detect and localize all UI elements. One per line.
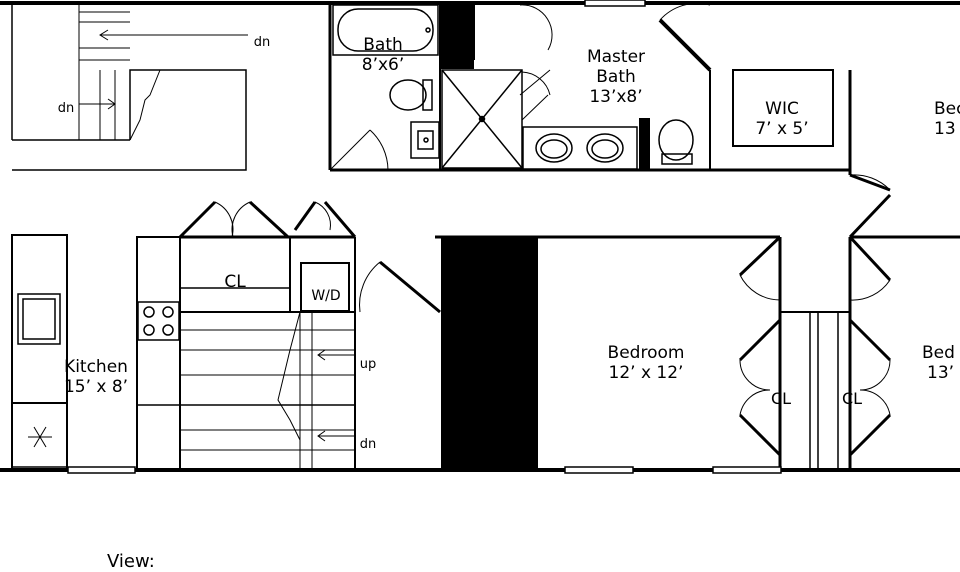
fixtures [11,79,694,468]
bedroom-size: 12’ x 12’ [609,363,684,383]
windows [67,0,782,474]
wic-label: WIC [765,99,799,119]
stair-dn-label-2: dn [58,101,75,116]
kitchen-size: 15’ x 8’ [64,377,128,397]
kitchen-label: Kitchen [64,357,128,377]
left-closet-label: CL [771,389,791,408]
stair-up-label: up [360,357,377,372]
stairs [28,3,355,470]
bed-top-right-label: Bec [934,99,960,119]
bed-right-size: 13’ [927,363,954,383]
shower [441,69,523,169]
master-bath-size: 13’x8’ [589,87,642,107]
right-closet-label: CL [842,389,862,408]
hall-closet-label: CL [224,272,246,292]
bedroom-label: Bedroom [608,343,685,363]
bed-right-label: Bed [922,343,955,363]
wic-size: 7’ x 5’ [755,119,808,139]
door-swings [214,2,891,416]
bath-label: Bath [363,35,403,55]
bed-top-right-size: 13 [934,119,956,139]
master-bath-label-1: Master [587,47,645,67]
master-bath-label-2: Bath [596,67,636,87]
laundry-label: W/D [311,288,340,304]
bath-size: 8’x6’ [362,55,405,75]
stair-dn-label-1: dn [254,35,271,50]
stair-dn-label-3: dn [360,437,377,452]
walls [0,1,960,472]
bathtub [332,4,439,56]
view-label: View: [107,551,155,572]
solid-walls [441,3,650,470]
room-labels: Bath 8’x6’ Master Bath 13’x8’ WIC 7’ x 5… [58,35,960,452]
